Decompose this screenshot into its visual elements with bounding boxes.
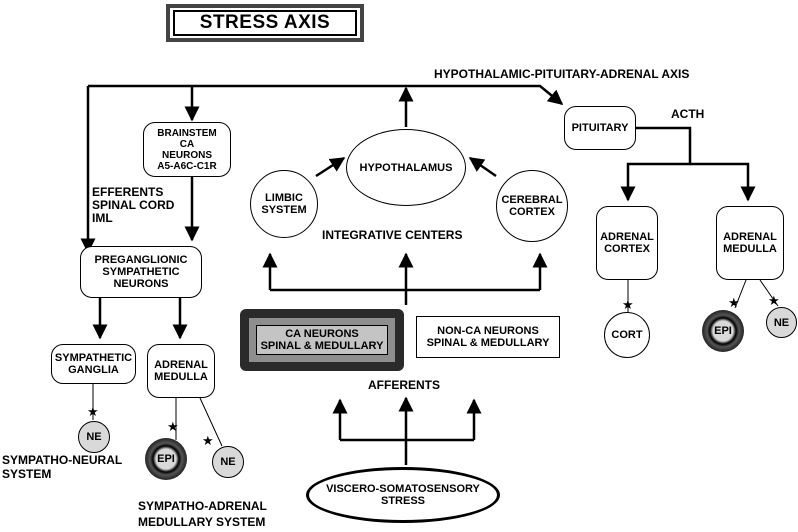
sympatho-adrenal-label: SYMPATHO-ADRENAL MEDULLARY SYSTEM [138,499,267,529]
hypothalamus-node: HYPOTHALAMUS [346,129,466,206]
sympathetic-ganglia-node: SYMPATHETIC GANGLIA [51,344,136,384]
integrative-centers-label: INTEGRATIVE CENTERS [322,228,463,242]
medulla-to-ne-right [759,279,779,307]
ne-medulla-left-node: NE [212,446,244,478]
sympatho-neural-label: SYMPATHO-NEURAL SYSTEM [2,453,123,481]
adrenal-medulla-right-node: ADRENAL MEDULLA [716,206,784,280]
star-icon: ★ [202,433,214,448]
ne-ganglia-node: NE [78,421,110,453]
ne-medulla-right-node: NE [766,307,797,338]
star-icon: ★ [87,404,99,419]
star-icon: ★ [622,297,634,312]
ca-neurons-frame: CA NEURONS SPINAL & MEDULLARY [240,309,404,371]
ca-neurons-node: CA NEURONS SPINAL & MEDULLARY [256,325,388,355]
medulla-to-ne [199,397,223,447]
adrenal-cortex-node: ADRENAL CORTEX [596,206,658,280]
star-icon: ★ [728,295,740,310]
acth-label: ACTH [671,107,705,121]
epi-right-node: EPI [702,310,744,352]
pituitary-node: PITUITARY [564,106,636,150]
afferents-label: AFFERENTS [368,378,440,392]
pituitary-branch [620,126,692,202]
medulla-to-epi-right [734,279,747,309]
pituitary-branch-right [690,162,756,202]
cerebral-to-hypo [468,156,497,178]
star-icon: ★ [768,293,780,308]
hpa-axis-label: HYPOTHALAMIC-PITUITARY-ADRENAL AXIS [434,67,690,81]
diagram-title: STRESS AXIS [173,10,357,36]
preganglionic-neurons-node: PREGANGLIONIC SYMPATHETIC NEURONS [80,246,202,298]
ca-neurons-frame-inner: CA NEURONS SPINAL & MEDULLARY [249,318,395,362]
adrenal-medulla-left-node: ADRENAL MEDULLA [147,344,215,398]
non-ca-neurons-node: NON-CA NEURONS SPINAL & MEDULLARY [416,316,560,358]
title-box: STRESS AXIS [166,4,364,42]
cerebral-cortex-node: CEREBRAL CORTEX [496,170,568,242]
viscero-somatosensory-stress-node: VISCERO-SOMATOSENSORY STRESS [306,467,500,523]
star-icon: ★ [167,419,179,434]
limbic-system-node: LIMBIC SYSTEM [250,170,318,238]
hpa-top-line [88,84,564,105]
limbic-to-hypo [315,156,346,178]
epi-left-node: EPI [145,438,187,480]
cort-node: CORT [604,312,650,358]
brainstem-ca-neurons-node: BRAINSTEM CA NEURONS A5-A6C-C1R [143,122,231,177]
efferents-label: EFFERENTS SPINAL CORD IML [92,185,175,225]
